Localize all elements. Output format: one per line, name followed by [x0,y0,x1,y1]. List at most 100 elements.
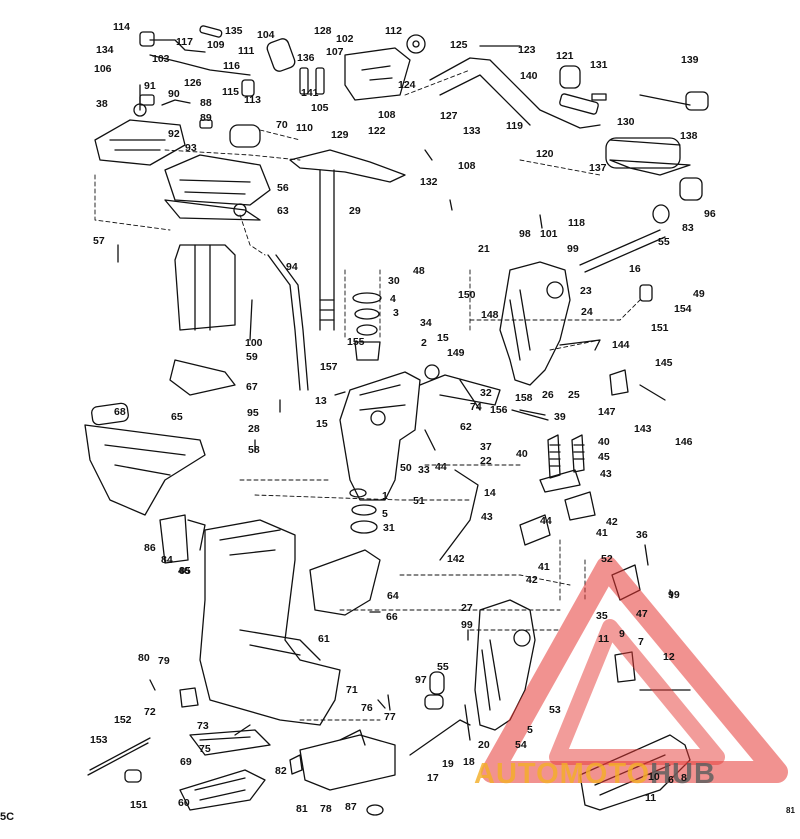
callout-34: 34 [420,317,432,329]
callout-66: 66 [386,611,398,623]
callout-13: 13 [315,395,327,407]
callout-131: 131 [590,59,608,71]
callout-17: 17 [427,772,439,784]
callout-149: 149 [447,347,465,359]
callout-92: 92 [168,128,180,140]
callout-28: 28 [248,423,260,435]
callout-143: 143 [634,423,652,435]
callout-44: 44 [540,515,552,527]
callout-56: 56 [277,182,289,194]
callout-44: 44 [435,461,447,473]
callout-78: 78 [320,803,332,815]
callout-74: 74 [470,401,482,413]
callout-121: 121 [556,50,574,62]
callout-41: 41 [538,561,550,573]
callout-75: 75 [199,743,211,755]
callout-148: 148 [481,309,499,321]
callout-57: 57 [93,235,105,247]
callout-58: 58 [248,444,260,456]
callout-152: 152 [114,714,132,726]
callout-101: 101 [540,228,558,240]
callout-47: 47 [636,608,648,620]
callout-112: 112 [385,25,402,37]
callout-158: 158 [515,392,533,404]
callout-51: 51 [413,495,425,507]
watermark-text-part2: HUB [650,758,716,790]
callout-80: 80 [138,652,150,664]
callout-30: 30 [388,275,400,287]
callout-46: 46 [178,565,190,577]
callout-76: 76 [361,702,373,714]
callout-70: 70 [276,119,288,131]
callout-82: 82 [275,765,287,777]
callout-91: 91 [144,80,156,92]
callout-147: 147 [598,406,616,418]
callout-98: 98 [519,228,531,240]
callout-23: 23 [580,285,592,297]
callout-90: 90 [168,88,180,100]
callout-55: 55 [658,236,670,248]
callout-59: 59 [246,351,258,363]
callout-100: 100 [245,337,263,349]
callout-16: 16 [629,263,641,275]
callout-36: 36 [636,529,648,541]
callout-107: 107 [326,46,344,58]
callout-120: 120 [536,148,554,160]
callout-15: 15 [316,418,328,430]
callout-118: 118 [568,217,585,229]
callout-43: 43 [600,468,612,480]
callout-155: 155 [347,336,365,348]
callout-116: 116 [223,60,240,72]
callout-31: 31 [383,522,395,534]
drive-shaft [289,149,406,331]
callout-157: 157 [320,361,338,373]
watermark-text-part1: AUTOMOTO [474,758,651,790]
callout-141: 141 [301,87,319,99]
callout-68: 68 [114,406,126,418]
callout-20: 20 [478,739,490,751]
callout-33: 33 [418,464,430,476]
callout-136: 136 [297,52,315,64]
callout-142: 142 [447,553,465,565]
callout-104: 104 [257,29,275,41]
callout-26: 26 [542,389,554,401]
callout-109: 109 [207,39,225,51]
callout-86: 86 [144,542,156,554]
callout-123: 123 [518,44,536,56]
callout-24: 24 [581,306,593,318]
callout-108: 108 [378,109,396,121]
callout-25: 25 [568,389,580,401]
callout-111: 111 [238,45,255,57]
callout-39: 39 [554,411,566,423]
callout-29: 29 [349,205,361,217]
callout-62: 62 [460,421,472,433]
callout-19: 19 [442,758,454,770]
callout-35: 35 [596,610,608,622]
callout-99: 99 [668,589,680,601]
callout-73: 73 [197,720,209,732]
callout-61: 61 [318,633,330,645]
callout-10: 10 [648,771,660,783]
callout-124: 124 [398,79,416,91]
callout-134: 134 [96,44,114,56]
callout-69: 69 [180,756,192,768]
callout-43: 43 [481,511,493,523]
callout-18: 18 [463,756,475,768]
callout-119: 119 [506,120,523,132]
watermark-text: AUTOMOTOHUB [474,758,716,791]
callout-15: 15 [437,332,449,344]
callout-6: 6 [668,774,674,786]
callout-64: 64 [387,590,399,602]
callout-129: 129 [331,129,349,141]
callout-40: 40 [598,436,610,448]
air-silencer [169,244,309,396]
callout-42: 42 [606,516,618,528]
callout-22: 22 [480,455,492,467]
callout-67: 67 [246,381,258,393]
swivel-bracket [339,364,501,501]
callout-99: 99 [461,619,473,631]
callout-37: 37 [480,441,492,453]
callout-150: 150 [458,289,476,301]
